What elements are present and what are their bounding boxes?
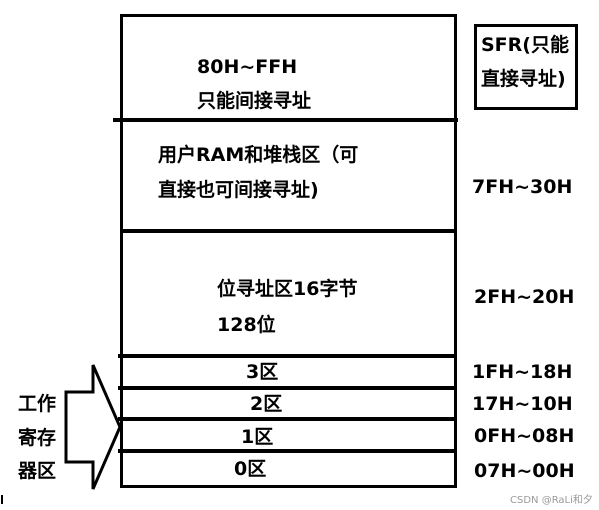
working-registers-label-line2: 寄存: [18, 427, 57, 449]
upper-region-note: 只能间接寻址: [197, 90, 312, 112]
user-ram-label-line2: 直接也可间接寻址): [158, 179, 319, 201]
bank1-label: 1区: [241, 426, 274, 448]
working-registers-label-line1: 工作: [18, 393, 57, 415]
working-registers-label-line3: 器区: [18, 460, 57, 482]
bank0-label: 0区: [234, 458, 267, 480]
divider-bank1: [118, 449, 457, 453]
bank2-label: 2区: [250, 393, 283, 415]
bank1-address: 0FH~08H: [474, 425, 575, 447]
divider-bit-area: [118, 354, 457, 358]
divider-user-ram: [120, 229, 457, 233]
bit-area-address: 2FH~20H: [474, 286, 575, 308]
divider-bank3: [118, 386, 457, 390]
watermark: CSDN @RaLi和夕: [510, 495, 593, 506]
bank3-label: 3区: [246, 361, 279, 383]
divider-upper: [113, 118, 458, 122]
bit-area-label-line1: 位寻址区16字节: [217, 278, 358, 300]
bank0-address: 07H~00H: [474, 460, 575, 482]
user-ram-label-line1: 用户RAM和堆栈区（可: [158, 144, 359, 166]
user-ram-address: 7FH~30H: [472, 176, 573, 198]
sfr-label-line1: SFR(只能: [481, 34, 569, 56]
memory-map-frame: [120, 14, 457, 488]
bank3-address: 1FH~18H: [472, 361, 573, 383]
bit-area-label-line2: 128位: [217, 314, 276, 336]
sfr-box: [474, 24, 578, 110]
bank2-address: 17H~10H: [472, 393, 573, 415]
upper-region-range: 80H~FFH: [197, 56, 298, 78]
divider-bank2: [118, 417, 457, 421]
sfr-label-line2: 直接寻址): [481, 68, 566, 90]
